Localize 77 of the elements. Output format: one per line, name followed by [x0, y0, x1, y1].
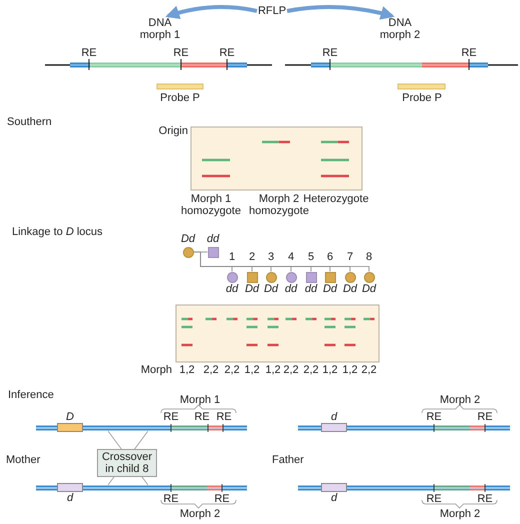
child-number: 1 [228, 251, 236, 263]
female-symbol [266, 272, 276, 282]
label-text: Morph 1 [180, 394, 220, 406]
male-symbol [208, 246, 218, 258]
genotype-label: Dd [244, 283, 260, 295]
label-text: RE [477, 493, 493, 505]
label-text: 2,2 [303, 364, 319, 376]
label-text: RE [219, 47, 235, 59]
gene-label: D [66, 411, 74, 423]
female-symbol [344, 272, 356, 282]
label-text: RE [322, 47, 338, 59]
genotype-label: dd [206, 233, 220, 245]
child-number: 2 [248, 251, 256, 263]
label-text: 1,2 [322, 364, 338, 376]
label-text: RE [426, 411, 442, 423]
label-text: 1,2 [244, 364, 260, 376]
label-text: RE [163, 493, 179, 505]
label-text: Southern [7, 116, 52, 128]
label-text: Father [272, 454, 304, 466]
label-text: Morph 2 [440, 508, 480, 520]
male-symbol [306, 272, 316, 282]
genotype-label: Dd [264, 283, 278, 295]
genotype-label: Dd [342, 283, 358, 295]
label-text: Mother [6, 454, 40, 466]
genotype-label: dd [284, 283, 298, 295]
label-text: 1,2 [265, 364, 281, 376]
label-text: RE [477, 411, 493, 423]
gene-label: d [330, 492, 338, 504]
label-text: Linkage to D locus [12, 226, 103, 238]
child-number: 7 [346, 251, 354, 263]
genotype-label: Dd [180, 233, 196, 245]
label-text: RE [81, 47, 97, 59]
label-text: RE [163, 411, 179, 423]
label-text: RE [216, 411, 232, 423]
node-label: DNA morph 1 [137, 17, 183, 41]
label-text: 2,2 [361, 364, 377, 376]
label-text: RE [194, 411, 210, 423]
label-text: Morph [140, 364, 172, 376]
node-label: RFLP [258, 5, 286, 17]
note-box: Crossover in child 8 [97, 449, 157, 477]
female-symbol [182, 246, 194, 258]
label-text: RE [214, 493, 230, 505]
label-text: RE [426, 493, 442, 505]
child-number: 4 [288, 251, 294, 263]
genotype-label: Dd [362, 283, 376, 295]
female-symbol [226, 272, 238, 282]
genotype-label: dd [304, 283, 318, 295]
label-text: 2,2 [224, 364, 240, 376]
label-text: 2,2 [283, 364, 299, 376]
child-number: 3 [268, 251, 274, 263]
label-text: 1,2 [342, 364, 358, 376]
genotype-label: Dd [322, 283, 338, 295]
arrow [165, 5, 258, 20]
gene-label: d [66, 492, 74, 504]
node-label: DNA morph 2 [377, 17, 423, 41]
child-number: 6 [326, 251, 334, 263]
genotype-label: dd [226, 283, 238, 295]
child-number: 5 [308, 251, 314, 263]
gene-label: d [330, 411, 338, 423]
label-text: Origin [158, 125, 188, 137]
label-text: Morph 2 [180, 508, 220, 520]
label-text: Inference [8, 389, 54, 401]
female-symbol [364, 272, 374, 282]
label-text: Morph 1 homozygote [181, 193, 241, 217]
label-text: 2,2 [203, 364, 219, 376]
label-text: Heterozygote [303, 193, 369, 205]
label-text: Probe P [160, 92, 200, 104]
label-text: 1,2 [179, 364, 195, 376]
child-number: 8 [366, 251, 372, 263]
male-symbol [246, 272, 258, 282]
arrow [286, 5, 395, 20]
label-text: RE [173, 47, 189, 59]
label-text: Probe P [402, 92, 442, 104]
male-symbol [324, 272, 336, 282]
label-text: RE [461, 47, 477, 59]
female-symbol [286, 272, 296, 282]
label-text: Morph 2 [440, 394, 480, 406]
